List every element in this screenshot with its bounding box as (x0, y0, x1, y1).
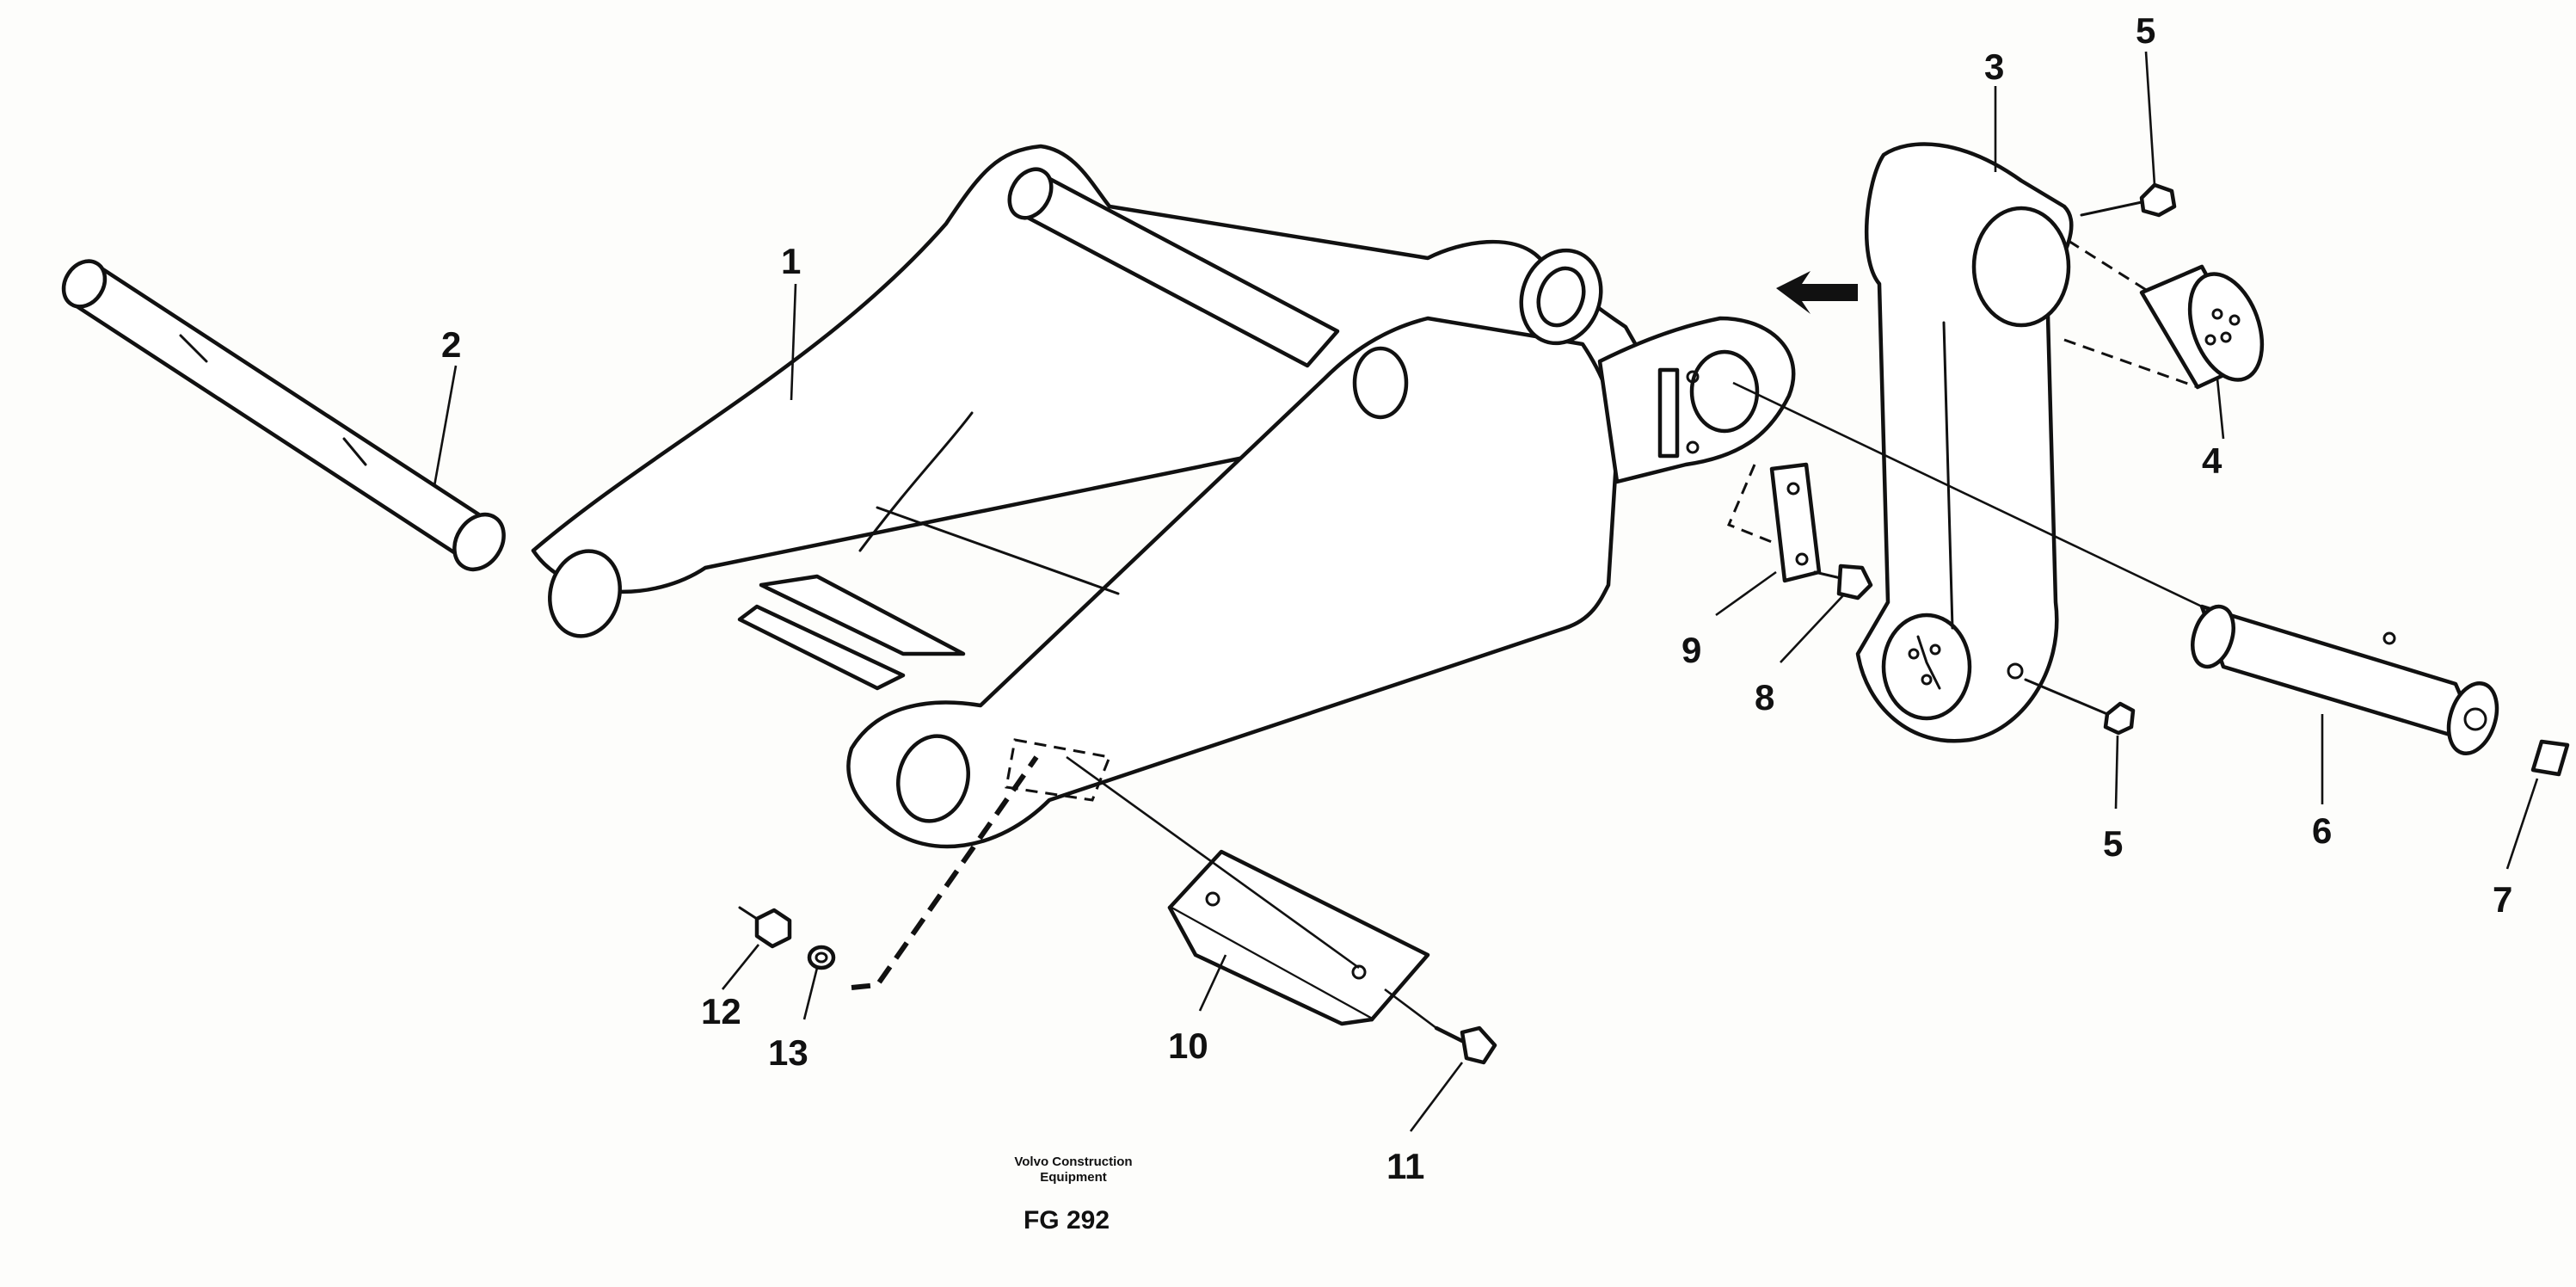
axis-line-6 (1732, 381, 2203, 608)
callout-5-bottom: 5 (2103, 823, 2123, 864)
hidden-pad-outline (1005, 738, 1112, 802)
wear-pad-part-10 (1167, 849, 1430, 1026)
plate-part-9 (1769, 462, 1822, 583)
pin-part-6 (2191, 604, 2499, 755)
publisher-line-1: Volvo Construction (1014, 1155, 1132, 1169)
callout-10: 10 (1168, 1025, 1208, 1066)
grease-nipple-part-5-top (2080, 182, 2177, 218)
bolt-part-8 (1813, 563, 1873, 600)
lever-arm-part-3 (1855, 142, 2074, 743)
bushing-part-4 (2063, 239, 2265, 390)
grease-nipple-part-5-bottom (2024, 678, 2136, 736)
callout-9: 9 (1681, 630, 1701, 670)
plug-part-7 (2530, 739, 2570, 777)
direction-arrow-icon (1776, 271, 1858, 314)
publisher-line-2: Equipment (1040, 1170, 1107, 1185)
pin-part-2 (61, 259, 506, 572)
bolt-part-11 (1384, 988, 1497, 1065)
figure-code: FG 292 (1024, 1206, 1110, 1235)
callout-12: 12 (701, 991, 741, 1031)
assembly-path-9 (1727, 464, 1773, 544)
callout-1: 1 (781, 241, 801, 281)
assembly-path-12-13 (851, 755, 1039, 990)
callout-2: 2 (441, 324, 461, 365)
callout-11: 11 (1386, 1146, 1424, 1186)
axis-line-10 (1066, 755, 1360, 970)
callout-6: 6 (2312, 810, 2332, 851)
nut-part-12 (738, 906, 792, 949)
callout-4: 4 (2202, 440, 2222, 481)
callout-5-top: 5 (2136, 10, 2155, 51)
leader-lines (433, 51, 2539, 1132)
link-frame-part-1 (531, 144, 1796, 849)
callout-13: 13 (768, 1032, 808, 1073)
callout-3: 3 (1984, 46, 2004, 87)
washer-part-13 (807, 945, 836, 970)
callout-7: 7 (2493, 879, 2512, 920)
callout-8: 8 (1755, 677, 1774, 717)
